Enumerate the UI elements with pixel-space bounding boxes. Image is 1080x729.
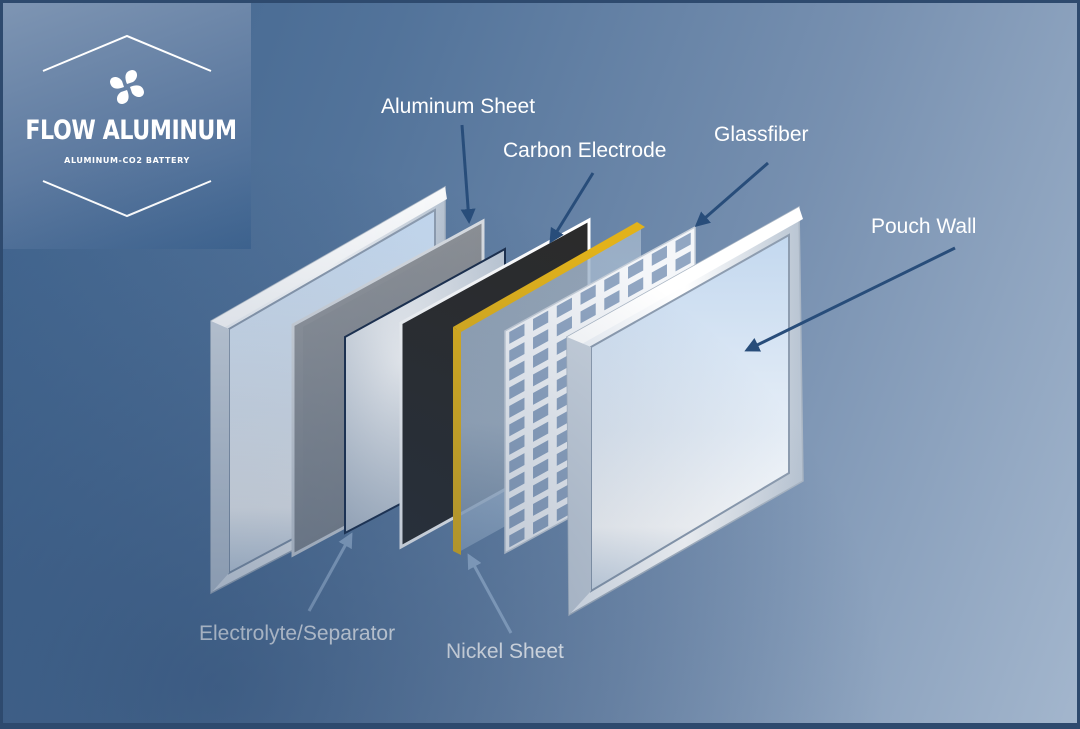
glassfiber-cell	[533, 310, 549, 331]
glassfiber-cell	[628, 277, 644, 298]
glassfiber-cell	[533, 329, 549, 350]
arrow-electrolyte-separator	[307, 532, 353, 612]
glassfiber-cell	[509, 453, 525, 474]
exploded-battery-diagram	[210, 124, 956, 634]
glassfiber-cell	[604, 271, 620, 292]
label-aluminum-sheet: Aluminum Sheet	[381, 95, 536, 118]
label-glassfiber: Glassfiber	[714, 123, 809, 146]
glassfiber-cell	[533, 440, 549, 461]
diagram-canvas: FLOW ALUMINUM ALUMINUM-CO2 BATTERY	[3, 3, 1077, 723]
label-pouch-wall: Pouch Wall	[871, 215, 977, 238]
glassfiber-cell	[533, 477, 549, 498]
arrow-glassfiber	[694, 161, 769, 227]
logo-panel: FLOW ALUMINUM ALUMINUM-CO2 BATTERY	[3, 3, 251, 249]
arrow-aluminum-sheet	[460, 124, 476, 224]
glassfiber-cell	[509, 508, 525, 529]
glassfiber-cell	[509, 471, 525, 492]
logo-roof-line	[42, 34, 212, 72]
glassfiber-cell	[533, 458, 549, 479]
logo-graphic	[42, 34, 212, 218]
glassfiber-cell	[509, 342, 525, 363]
glassfiber-cell	[509, 323, 525, 344]
arrow-carbon-electrode	[549, 172, 595, 244]
glassfiber-cell	[556, 316, 572, 337]
glassfiber-cell	[509, 490, 525, 511]
glassfiber-cell	[533, 514, 549, 535]
logo-subtitle: ALUMINUM-CO2 BATTERY	[64, 156, 190, 165]
glassfiber-cell	[533, 384, 549, 405]
glassfiber-cell	[509, 397, 525, 418]
glassfiber-cell	[675, 251, 691, 272]
glassfiber-cell	[628, 258, 644, 279]
label-carbon-electrode: Carbon Electrode	[503, 139, 667, 162]
glassfiber-cell	[533, 403, 549, 424]
glassfiber-cell	[509, 416, 525, 437]
arrow-pouch-wall	[744, 246, 956, 352]
glassfiber-cell	[580, 303, 596, 324]
label-nickel-sheet: Nickel Sheet	[446, 640, 564, 663]
glassfiber-cell	[509, 379, 525, 400]
logo-floor-line	[42, 180, 212, 218]
label-electrolyte-separator: Electrolyte/Separator	[199, 622, 396, 645]
pouch-wall-front	[566, 205, 804, 617]
glassfiber-cell	[509, 527, 525, 548]
logo-title: FLOW ALUMINUM	[25, 115, 237, 146]
glassfiber-cell	[580, 284, 596, 305]
glassfiber-cell	[651, 245, 667, 266]
glassfiber-cell	[556, 297, 572, 318]
pinwheel-icon	[110, 70, 144, 104]
glassfiber-cell	[604, 290, 620, 311]
glassfiber-cell	[509, 434, 525, 455]
glassfiber-cell	[509, 360, 525, 381]
glassfiber-cell	[533, 366, 549, 387]
glassfiber-cell	[533, 347, 549, 368]
arrow-nickel-sheet	[467, 553, 513, 634]
glassfiber-cell	[651, 264, 667, 285]
glassfiber-cell	[675, 232, 691, 253]
glassfiber-cell	[533, 495, 549, 516]
glassfiber-cell	[533, 421, 549, 442]
